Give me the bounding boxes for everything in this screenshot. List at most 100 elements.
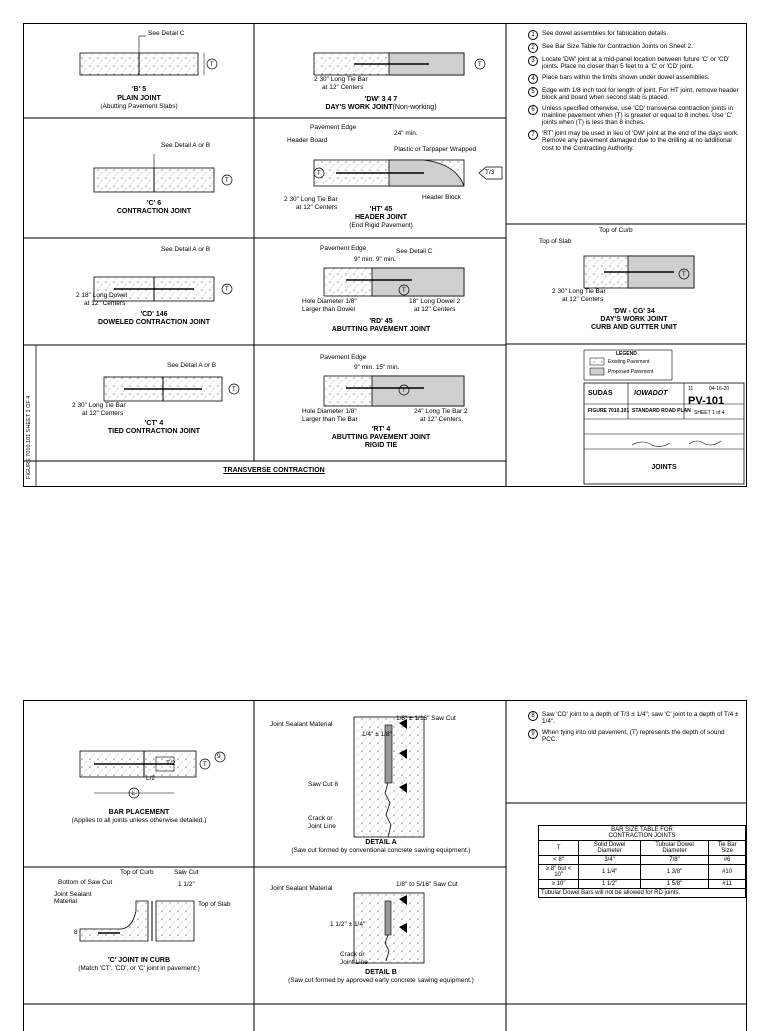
detail-b-crack2: Joint Line [340,959,368,966]
detail-a-sealant: Joint Sealant Material [270,721,333,728]
table-row: < 8" 3/4" 7/8" #6 [537,855,746,865]
plain-title: PLAIN JOINT [117,95,161,102]
bar-t2: T/2 [166,760,176,767]
header-wrap: Plastic or Tarpaper Wrapped [394,146,477,153]
bar-num: 9 [217,753,221,760]
tied-title: TIED CONTRACTION JOINT [107,428,201,435]
doweled-callout: See Detail A or B [161,246,211,253]
revision: 11 [688,386,694,392]
rd-dim: 9" min. 9" min. [354,256,396,263]
detail-a-sawcut: Saw Cut 8 [308,781,339,788]
table-cell: 3/4" [578,855,641,865]
rt-spacing: at 12" Centers. [420,416,464,423]
tied-code: 'CT' 4 [144,420,164,427]
contraction-code: 'C' 6 [146,200,162,207]
curb-joint-saw: Saw Cut [174,869,199,876]
curb-joint-bottom: Bottom of Saw Cut [58,879,113,886]
svg-text:T: T [225,178,229,184]
table-cell: < 8" [537,855,580,865]
table-header-row: T Solid Dowel Diameter Tubular Dowel Dia… [537,840,746,856]
svg-text:L: L [132,791,136,797]
figure-number: FIGURE 7010.101 [588,408,630,414]
table-cell: 7/8" [639,855,710,865]
rt-subtitle: RIGID TIE [364,442,398,449]
svg-text:T: T [210,62,214,68]
iowadot-logo: IOWADOT [634,390,668,397]
rt-title: ABUTTING PAVEMENT JOINT [331,434,431,441]
table-cell: 1 1/4" [578,864,641,880]
sheet-1-drawing: T T T T T T [24,24,746,486]
table-cell: #10 [708,864,746,880]
svg-text:T: T [402,388,406,394]
rd-larger: Larger than Dowel [302,306,356,313]
detail-a-subtitle: (Saw cut formed by conventional concrete… [291,847,471,854]
header-bar: 2 30" Long Tie Bar [284,196,338,203]
doweled-code: 'CD' 146 [140,311,168,318]
dw-title: DAY'S WORK JOINT(Non-working) [325,104,437,111]
curb-top-curb: Top of Curb [599,227,633,234]
table-header: Solid Dowel Diameter [578,840,641,856]
table-header: Tubular Dowel Diameter [639,840,710,856]
rd-dowel: 18" Long Dowel 2 [409,298,461,305]
plain-callout: See Detail C [148,30,185,37]
header-subtitle: (End Rigid Pavement) [349,222,413,229]
curb-joint-subtitle: (Match 'CT', 'CD', or 'C' joint in pavem… [78,965,200,972]
svg-text:T: T [682,272,686,278]
curb-joint-material: Material [54,898,78,905]
curb-joint-num: 8 [74,929,78,936]
table-header: T [537,840,580,856]
contraction-callout: See Detail A or B [161,142,211,149]
rt-bar: 24" Long Tie Bar 2 [414,408,468,415]
doweled-dowel: 2 18" Long Dowel [76,292,128,299]
dw-spacing: at 12" Centers [322,84,364,91]
table-header: Tie Bar Size [708,840,746,856]
doweled-spacing: at 12" Centers [84,300,126,307]
curb-subtitle: CURB AND GUTTER UNIT [590,324,678,331]
svg-text:T: T [203,762,207,768]
header-block: Header Block [422,194,462,201]
curb-joint-title: 'C' JOINT IN CURB [107,957,171,964]
detail-a-crack2: Joint Line [308,823,336,830]
curb-joint-slab: Top of Slab [198,901,231,908]
detail-b-title: DETAIL B [365,969,397,976]
rt-larger: Larger than Tie Bar [302,416,358,423]
rd-edge: Pavement Edge [320,245,367,252]
detail-a-saw: 1/8" ± 1/16" Saw Cut [396,715,456,722]
detail-a-crack: Crack or [308,815,333,822]
sudas-logo: SUDAS [588,390,613,397]
sheet-number: SHEET 1 of 4 [694,410,725,416]
tied-spacing: at 12" Centers [82,410,124,417]
tied-bar: 2 30" Long Tie Bar [72,402,126,409]
detail-a-title: DETAIL A [365,839,397,846]
rt-hole: Hole Diameter 1/8" [302,408,357,415]
curb-joint-sealant: Joint Sealant [54,891,92,898]
sheet-1-bottom-title: TRANSVERSE CONTRACTION [223,467,325,474]
table-cell: 1 5/8" [639,879,710,889]
legend-title: LEGEND [616,351,637,357]
note-item: 7'RT' joint may be used in lieu of 'DW' … [528,129,740,152]
plan-number: PV-101 [688,395,725,407]
table-cell: 1 3/8" [639,864,710,880]
sheet-1: T T T T T T [23,23,747,487]
plain-code: 'B' 5 [131,86,147,93]
dw-bar: 2 30" Long Tie Bar [314,76,368,83]
standard-road-plan: STANDARD ROAD PLAN [632,408,691,414]
svg-text:T: T [317,171,321,177]
revision-date: 04-16-20 [709,386,730,392]
table-cell: ≥ 8" but < 10" [537,864,580,880]
legend-proposed: Proposed Pavement [608,369,654,375]
rt-edge: Pavement Edge [320,354,367,361]
detail-b-crack: Crack or [340,951,365,958]
bar-placement-subtitle: (Applies to all joints unless otherwise … [71,817,207,824]
dw-code: 'DW' 3 4 7 [364,96,398,103]
